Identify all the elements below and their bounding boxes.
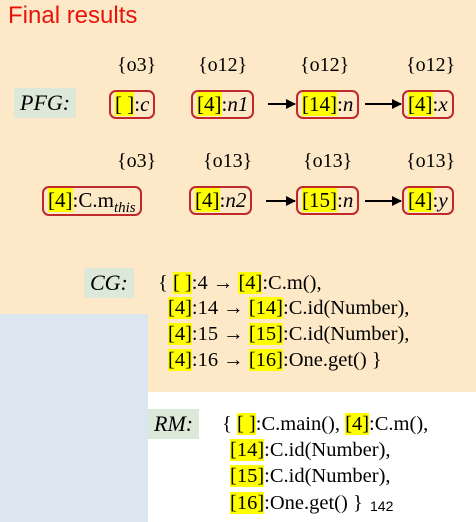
page-number: 142 xyxy=(370,498,394,514)
context-highlight: [4] xyxy=(195,188,220,212)
upper-background xyxy=(0,0,476,314)
pts-set: {o3} xyxy=(117,54,157,76)
pts-set: {o12} xyxy=(406,54,456,76)
left-background xyxy=(0,314,148,522)
context-highlight: [4] xyxy=(408,92,433,116)
context-highlight: [15] xyxy=(302,188,337,212)
rm-label: RM: xyxy=(148,409,200,439)
context-highlight: [ ] xyxy=(172,272,192,294)
cg-edge: { [ ]:4 → [4]:C.m(), xyxy=(158,272,322,294)
cg-edge: [4]:15 → [15]:C.id(Number), xyxy=(168,323,410,345)
callee: :One.get() xyxy=(283,349,367,371)
pfg-label: PFG: xyxy=(14,88,77,118)
pts-set: {o12} xyxy=(198,54,248,76)
node-subscript: this xyxy=(113,200,136,217)
pts-set: {o13} xyxy=(406,150,456,172)
node-variable: n xyxy=(342,188,354,212)
callee: :C.id(Number), xyxy=(283,323,410,345)
rm-method: [16]:One.get() } xyxy=(230,491,363,515)
method-name: :One.get() xyxy=(264,492,348,514)
context-highlight: [ ] xyxy=(236,413,256,435)
call-site: :14 xyxy=(191,297,219,319)
context-highlight: [ ] xyxy=(115,92,135,116)
method-name: :C.id(Number), xyxy=(264,439,391,461)
close-brace: } xyxy=(352,492,363,514)
pts-set: {o13} xyxy=(203,150,253,172)
call-site: :16 xyxy=(191,349,219,371)
pfg-node: [4]:n2 xyxy=(189,186,253,215)
node-variable: n1 xyxy=(227,92,249,116)
cg-edge: [4]:14 → [14]:C.id(Number), xyxy=(168,297,410,319)
pfg-node: [4]:y xyxy=(402,186,454,215)
context-highlight: [4] xyxy=(168,323,192,345)
method-name: :C.m(), xyxy=(369,413,429,435)
pts-set: {o13} xyxy=(303,150,353,172)
pts-set: {o3} xyxy=(117,150,157,172)
context-highlight: [4] xyxy=(197,92,222,116)
open-brace: { xyxy=(222,413,232,435)
slide-title: Final results xyxy=(8,2,138,29)
callee: :C.m(), xyxy=(262,272,322,294)
context-highlight: [4] xyxy=(48,188,73,212)
open-brace: { xyxy=(158,272,168,294)
context-highlight: [4] xyxy=(168,349,192,371)
context-highlight: [15] xyxy=(248,323,284,345)
node-variable: x xyxy=(438,92,448,116)
node-variable: n2 xyxy=(225,188,247,212)
pfg-node: [4]:x xyxy=(402,90,454,119)
cg-edge: [4]:16 → [16]:One.get() } xyxy=(168,349,382,371)
call-site: :15 xyxy=(191,323,219,345)
context-highlight: [16] xyxy=(248,349,284,371)
context-highlight: [4] xyxy=(168,297,192,319)
pfg-node: [4]:C.mthis xyxy=(42,186,142,216)
rm-method: [14]:C.id(Number), xyxy=(230,438,391,462)
pfg-node: [ ]:c xyxy=(109,90,156,119)
cg-background xyxy=(148,314,476,392)
node-variable: y xyxy=(438,188,448,212)
rm-method: { [ ]:C.main(), [4]:C.m(), xyxy=(222,412,428,436)
node-variable: c xyxy=(140,92,150,116)
callee: :C.id(Number), xyxy=(283,297,410,319)
context-highlight: [14] xyxy=(248,297,284,319)
context-highlight: [16] xyxy=(230,492,265,514)
context-highlight: [15] xyxy=(230,465,265,487)
context-highlight: [4] xyxy=(345,413,370,435)
pts-set: {o12} xyxy=(300,54,350,76)
rm-method: [15]:C.id(Number), xyxy=(230,464,391,488)
call-site: :4 xyxy=(191,272,208,294)
context-highlight: [4] xyxy=(408,188,433,212)
pfg-node: [4]:n1 xyxy=(191,90,255,119)
method-name: :C.main(), xyxy=(255,413,341,435)
close-brace: } xyxy=(371,349,382,371)
pfg-node: [14]:n xyxy=(296,90,360,119)
context-highlight: [4] xyxy=(238,272,263,294)
context-highlight: [14] xyxy=(230,439,265,461)
context-highlight: [14] xyxy=(302,92,337,116)
cg-label: CG: xyxy=(84,268,134,298)
method-name: :C.id(Number), xyxy=(264,465,391,487)
pfg-node: [15]:n xyxy=(296,186,360,215)
node-variable: C.m xyxy=(78,188,114,212)
node-variable: n xyxy=(342,92,354,116)
